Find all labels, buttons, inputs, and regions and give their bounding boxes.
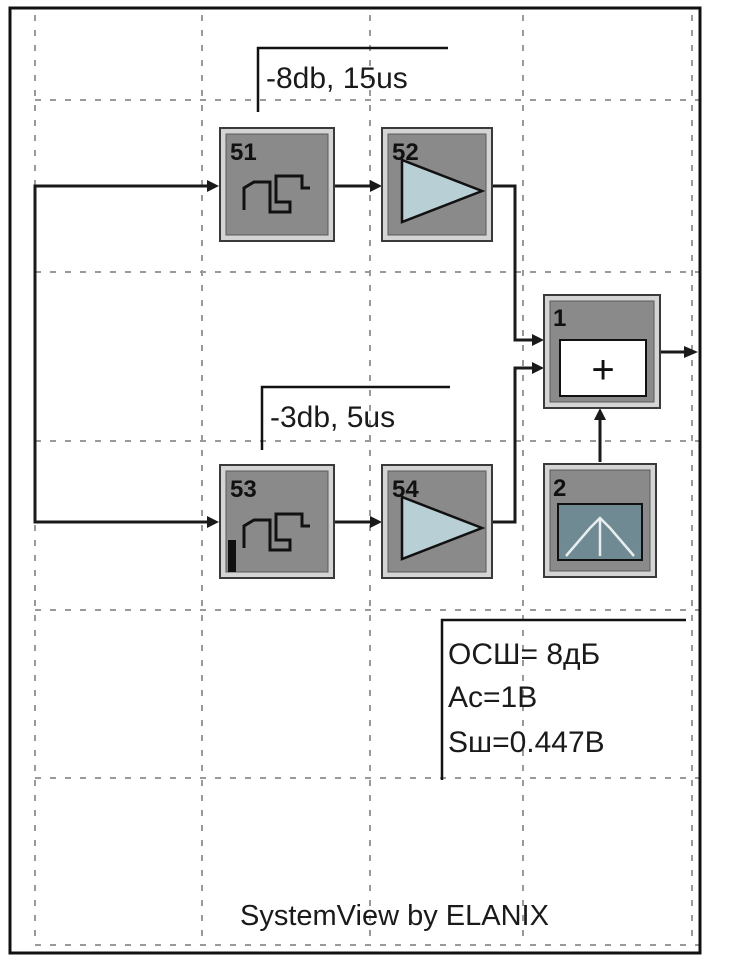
arrow-icon — [207, 516, 219, 528]
block-number: 53 — [230, 476, 257, 503]
arrow-icon — [594, 408, 606, 420]
note-bracket-path1 — [256, 46, 448, 112]
arrow-icon — [532, 334, 544, 346]
block-number: 1 — [553, 305, 566, 332]
note-path1: -8db, 15us — [266, 62, 408, 95]
gaussian-noise-icon — [565, 516, 635, 557]
block-number: 51 — [230, 139, 257, 166]
lowpass-filter-icon — [242, 174, 310, 214]
noise-block-2[interactable]: 2 — [543, 463, 657, 578]
filter-block-51[interactable]: 51 — [219, 127, 335, 242]
note-path2: -3db, 5us — [270, 401, 395, 434]
arrow-icon — [370, 180, 382, 192]
wires — [33, 180, 698, 528]
filter-block-53[interactable]: 53 — [219, 464, 335, 579]
arrow-icon — [207, 180, 219, 192]
gain-block-54[interactable]: 54 — [381, 464, 493, 579]
note-bracket-path2 — [260, 385, 450, 450]
note-bracket-params — [440, 618, 686, 780]
note-param-snoise: Sш=0.447В — [448, 726, 605, 759]
note-param-snr: ОСШ= 8дБ — [448, 638, 600, 671]
block-number: 2 — [553, 475, 566, 502]
diagram-frame — [8, 6, 702, 955]
amplifier-triangle-icon — [400, 495, 486, 561]
arrow-icon — [532, 362, 544, 374]
adder-face — [559, 339, 647, 397]
wire-52-adder — [492, 184, 540, 342]
input-wire-bottom — [33, 355, 215, 524]
arrow-icon — [370, 516, 382, 528]
plus-icon: + — [591, 348, 614, 392]
input-wire-top — [33, 184, 215, 355]
footer-credit: SystemView by ELANIX — [240, 900, 549, 932]
note-param-ac: Ac=1В — [448, 681, 537, 714]
wire-54-adder — [492, 366, 540, 524]
indicator-mark — [228, 540, 236, 572]
lowpass-filter-icon — [242, 512, 310, 552]
arrow-icon — [684, 346, 698, 358]
gain-block-52[interactable]: 52 — [381, 127, 493, 242]
amplifier-triangle-icon — [400, 158, 486, 224]
adder-block-1[interactable]: 1 + — [543, 294, 661, 409]
